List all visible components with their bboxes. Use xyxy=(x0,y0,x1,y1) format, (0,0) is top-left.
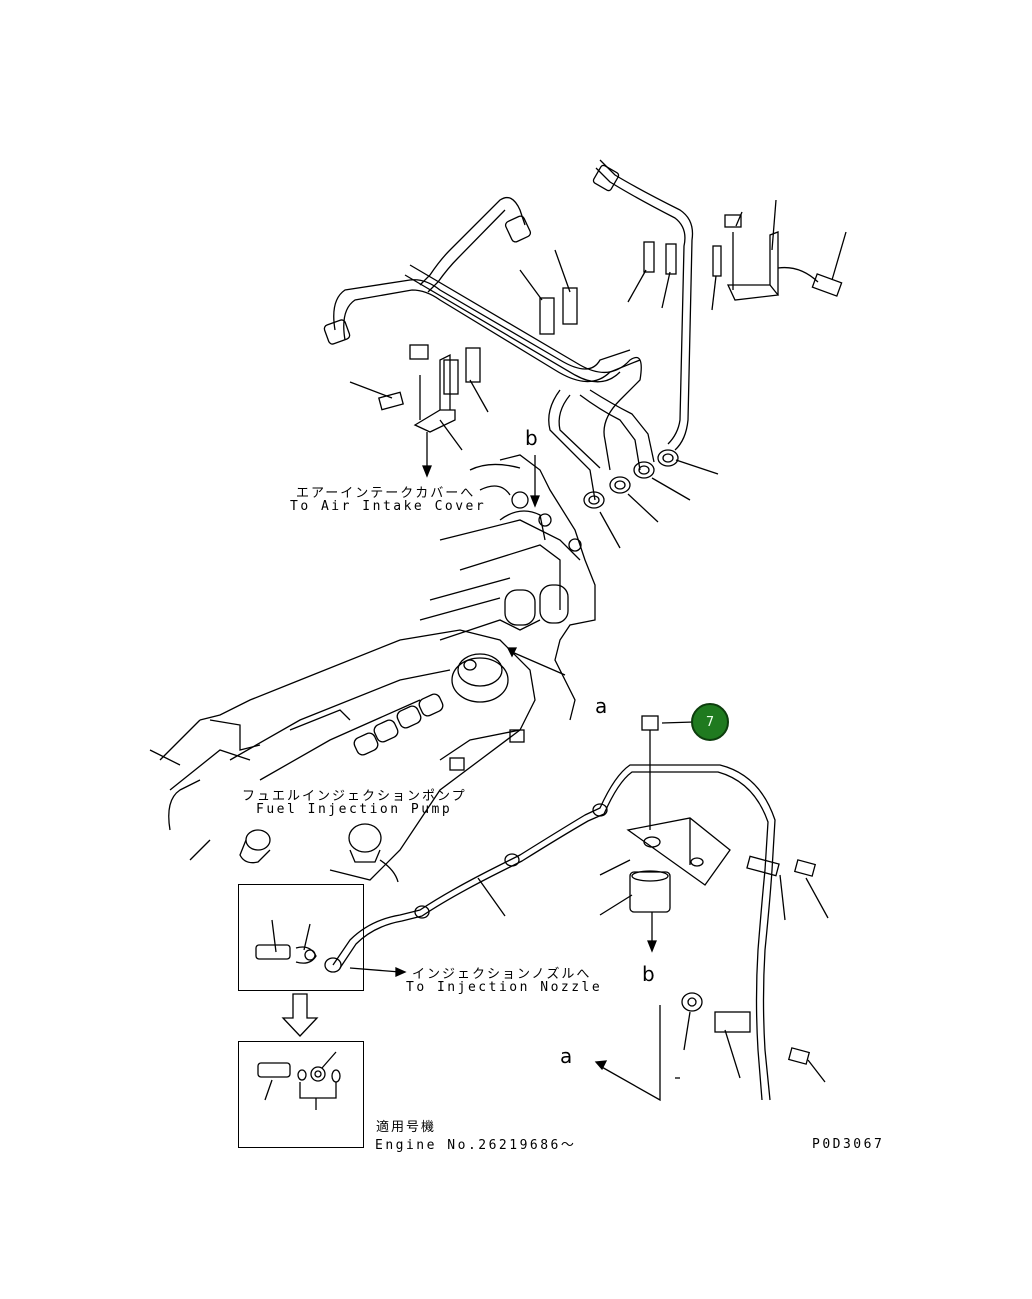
engine-block xyxy=(149,454,596,883)
drawing-code: P0D3067 xyxy=(812,1137,885,1152)
fuel-pump-label-jp: フュエルインジェクションポンプ xyxy=(242,789,467,804)
leakoff-pipe-lower xyxy=(324,715,817,1102)
leader-lines-upper xyxy=(349,199,847,549)
ref-letter-a-upper: a xyxy=(595,694,608,718)
fuel-pump-label-en: Fuel Injection Pump xyxy=(256,802,453,817)
inset-new-connection xyxy=(238,1041,364,1148)
injection-nozzle-label-en: To Injection Nozzle xyxy=(406,980,603,995)
leader-lines-lower xyxy=(477,721,829,1083)
air-intake-label-en: To Air Intake Cover xyxy=(290,499,487,514)
inset-parts xyxy=(255,919,341,1110)
part-number-badge[interactable]: 7 xyxy=(691,703,729,741)
part-number-text: 7 xyxy=(705,714,715,730)
clamps-upper xyxy=(378,214,843,433)
ref-letter-b-lower: b xyxy=(642,962,655,986)
applicable-engine-label-en: Engine No.26219686～ xyxy=(375,1138,577,1153)
air-intake-label-jp: エアーインテークカバーへ xyxy=(296,486,476,501)
ref-letter-a-lower: a xyxy=(560,1044,573,1068)
ref-letter-b-upper: b xyxy=(525,426,538,450)
injection-nozzle-label-jp: インジェクションノズルへ xyxy=(412,967,592,982)
inset-current-connection xyxy=(238,884,364,991)
applicable-engine-label-jp: 適用号機 xyxy=(376,1120,437,1135)
injection-pipes-upper xyxy=(323,159,694,509)
